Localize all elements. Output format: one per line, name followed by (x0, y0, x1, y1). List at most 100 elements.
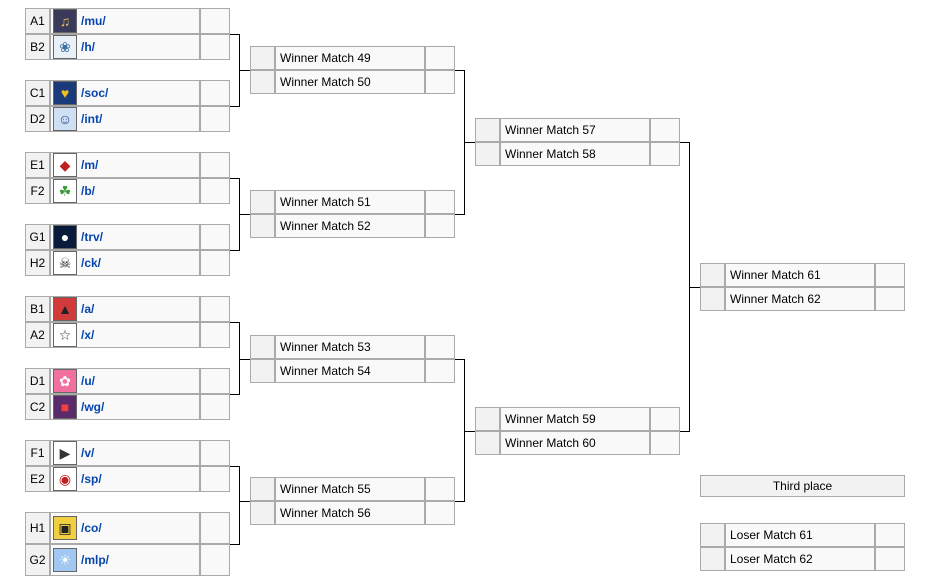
score-cell (200, 224, 230, 250)
quarterfinal-slot: Winner Match 53 (275, 335, 425, 359)
u-board-logo-icon: ✿ (53, 369, 77, 393)
bracket-connector-line (230, 394, 240, 395)
seed-cell (250, 46, 275, 70)
team-cell: ■/wg/ (50, 394, 200, 420)
v-board-logo-icon: ▶ (53, 441, 77, 465)
team-cell: ✿ /u/ (50, 368, 200, 394)
team-cell: ☘ /b/ (50, 178, 200, 204)
seed-cell (475, 142, 500, 166)
seed-label: E2 (25, 466, 50, 492)
semifinal-slot: Winner Match 58 (500, 142, 650, 166)
team-link[interactable]: /m/ (81, 158, 99, 172)
seed-cell (250, 335, 275, 359)
semifinal-slot: Winner Match 60 (500, 431, 650, 455)
bracket-connector-line (464, 359, 465, 502)
third-place-slot: Loser Match 61 (725, 523, 875, 547)
seed-cell (250, 501, 275, 525)
score-cell (200, 8, 230, 34)
seed-label: B1 (25, 296, 50, 322)
team-link[interactable]: /a/ (81, 302, 95, 316)
score-cell (200, 296, 230, 322)
score-cell (425, 501, 455, 525)
team-cell: ▣/co/ (50, 512, 200, 544)
team-link[interactable]: /ck/ (81, 256, 102, 270)
team-link[interactable]: /v/ (81, 446, 95, 460)
m-board-logo-icon: ◆ (53, 153, 77, 177)
mlp-board-logo-icon: ☀ (53, 548, 77, 572)
seed-cell (700, 287, 725, 311)
team-link[interactable]: /wg/ (81, 400, 105, 414)
final-slot: Winner Match 62 (725, 287, 875, 311)
team-link[interactable]: /co/ (81, 521, 102, 535)
final-slot: Winner Match 61 (725, 263, 875, 287)
team-link[interactable]: /u/ (81, 374, 95, 388)
score-cell (875, 547, 905, 571)
score-cell (650, 407, 680, 431)
team-cell: ●/trv/ (50, 224, 200, 250)
score-cell (425, 190, 455, 214)
score-cell (425, 335, 455, 359)
seed-label: D2 (25, 106, 50, 132)
score-cell (200, 178, 230, 204)
team-link[interactable]: /h/ (81, 40, 95, 54)
h-board-logo-icon: ❀ (53, 35, 77, 59)
team-link[interactable]: /trv/ (81, 230, 104, 244)
bracket-connector-line (230, 106, 240, 107)
semifinal-slot: Winner Match 59 (500, 407, 650, 431)
team-cell: ◆ /m/ (50, 152, 200, 178)
score-cell (425, 359, 455, 383)
mu-board-logo-icon: ♫ (53, 9, 77, 33)
third-place-slot: Loser Match 62 (725, 547, 875, 571)
team-link[interactable]: /sp/ (81, 472, 102, 486)
bracket-connector-line (680, 142, 690, 143)
team-cell: ☠/ck/ (50, 250, 200, 276)
team-link[interactable]: /mlp/ (81, 553, 110, 567)
seed-cell (475, 118, 500, 142)
quarterfinal-slot: Winner Match 56 (275, 501, 425, 525)
soc-board-logo-icon: ♥ (53, 81, 77, 105)
bracket-connector-line (239, 214, 250, 215)
bracket-connector-line (230, 466, 240, 467)
team-cell: ▶ /v/ (50, 440, 200, 466)
seed-cell (700, 547, 725, 571)
seed-cell (250, 70, 275, 94)
team-cell: ◉/sp/ (50, 466, 200, 492)
quarterfinal-slot: Winner Match 52 (275, 214, 425, 238)
bracket-connector-line (455, 501, 465, 502)
bracket-connector-line (230, 544, 240, 545)
team-link[interactable]: /x/ (81, 328, 95, 342)
bracket-connector-line (689, 287, 700, 288)
seed-label: A1 (25, 8, 50, 34)
team-link[interactable]: /b/ (81, 184, 95, 198)
bracket-connector-line (230, 322, 240, 323)
score-cell (200, 322, 230, 348)
team-link[interactable]: /mu/ (81, 14, 106, 28)
score-cell (650, 142, 680, 166)
team-cell: ♫ /mu/ (50, 8, 200, 34)
score-cell (875, 287, 905, 311)
score-cell (200, 394, 230, 420)
bracket-connector-line (239, 466, 240, 545)
seed-cell (475, 431, 500, 455)
int-board-logo-icon: ☺ (53, 107, 77, 131)
score-cell (200, 368, 230, 394)
quarterfinal-slot: Winner Match 50 (275, 70, 425, 94)
quarterfinal-slot: Winner Match 54 (275, 359, 425, 383)
seed-cell (700, 263, 725, 287)
a-board-logo-icon: ▲ (53, 297, 77, 321)
b-board-logo-icon: ☘ (53, 179, 77, 203)
score-cell (200, 152, 230, 178)
seed-cell (250, 477, 275, 501)
bracket-connector-line (239, 359, 250, 360)
team-link[interactable]: /soc/ (81, 86, 109, 100)
bracket-connector-line (230, 34, 240, 35)
score-cell (875, 523, 905, 547)
bracket-connector-line (455, 214, 465, 215)
bracket-connector-line (455, 70, 465, 71)
seed-label: G1 (25, 224, 50, 250)
seed-label: D1 (25, 368, 50, 394)
third-place-header: Third place (700, 475, 905, 497)
score-cell (200, 512, 230, 544)
team-link[interactable]: /int/ (81, 112, 103, 126)
bracket-connector-line (464, 142, 475, 143)
